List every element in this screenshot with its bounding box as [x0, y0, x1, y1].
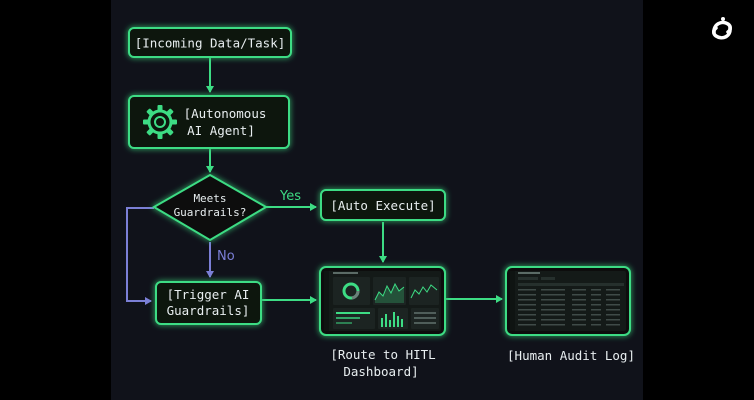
node-trigger-label-2: Guardrails] — [167, 303, 250, 318]
node-auto-execute: [Auto Execute] — [320, 189, 446, 221]
node-agent-label-1: [Autonomous — [184, 106, 267, 121]
connectors — [126, 58, 503, 305]
dashboard-thumbnail — [324, 271, 441, 331]
edge-label-no: No — [217, 249, 235, 264]
node-audit-log-label: [Human Audit Log] — [507, 348, 635, 363]
node-hitl-dashboard: [Route to HITL Dashboard] — [319, 266, 446, 379]
gear-icon — [143, 105, 177, 139]
decision-label-1: Meets — [193, 192, 226, 205]
node-decision-guardrails: Meets Guardrails? — [152, 173, 268, 242]
node-auto-execute-label: [Auto Execute] — [330, 198, 435, 213]
node-incoming-data: [Incoming Data/Task] — [128, 27, 292, 58]
audit-log-thumbnail — [510, 271, 626, 331]
node-human-audit-log: [Human Audit Log] — [505, 266, 635, 363]
node-hitl-label-1: [Route to HITL — [330, 347, 435, 362]
node-incoming-label: [Incoming Data/Task] — [135, 36, 286, 51]
node-trigger-guardrails: [Trigger AI Guardrails] — [155, 281, 262, 325]
node-autonomous-agent: [Autonomous AI Agent] — [128, 95, 290, 149]
node-trigger-label-1: [Trigger AI — [167, 287, 250, 302]
swirl-logo-icon — [712, 17, 732, 40]
edge-loop-back — [126, 207, 154, 305]
decision-label-2: Guardrails? — [174, 206, 247, 219]
edge-label-yes: Yes — [279, 189, 301, 204]
node-agent-label-2: AI Agent] — [187, 123, 255, 138]
node-hitl-label-2: Dashboard] — [343, 364, 418, 379]
